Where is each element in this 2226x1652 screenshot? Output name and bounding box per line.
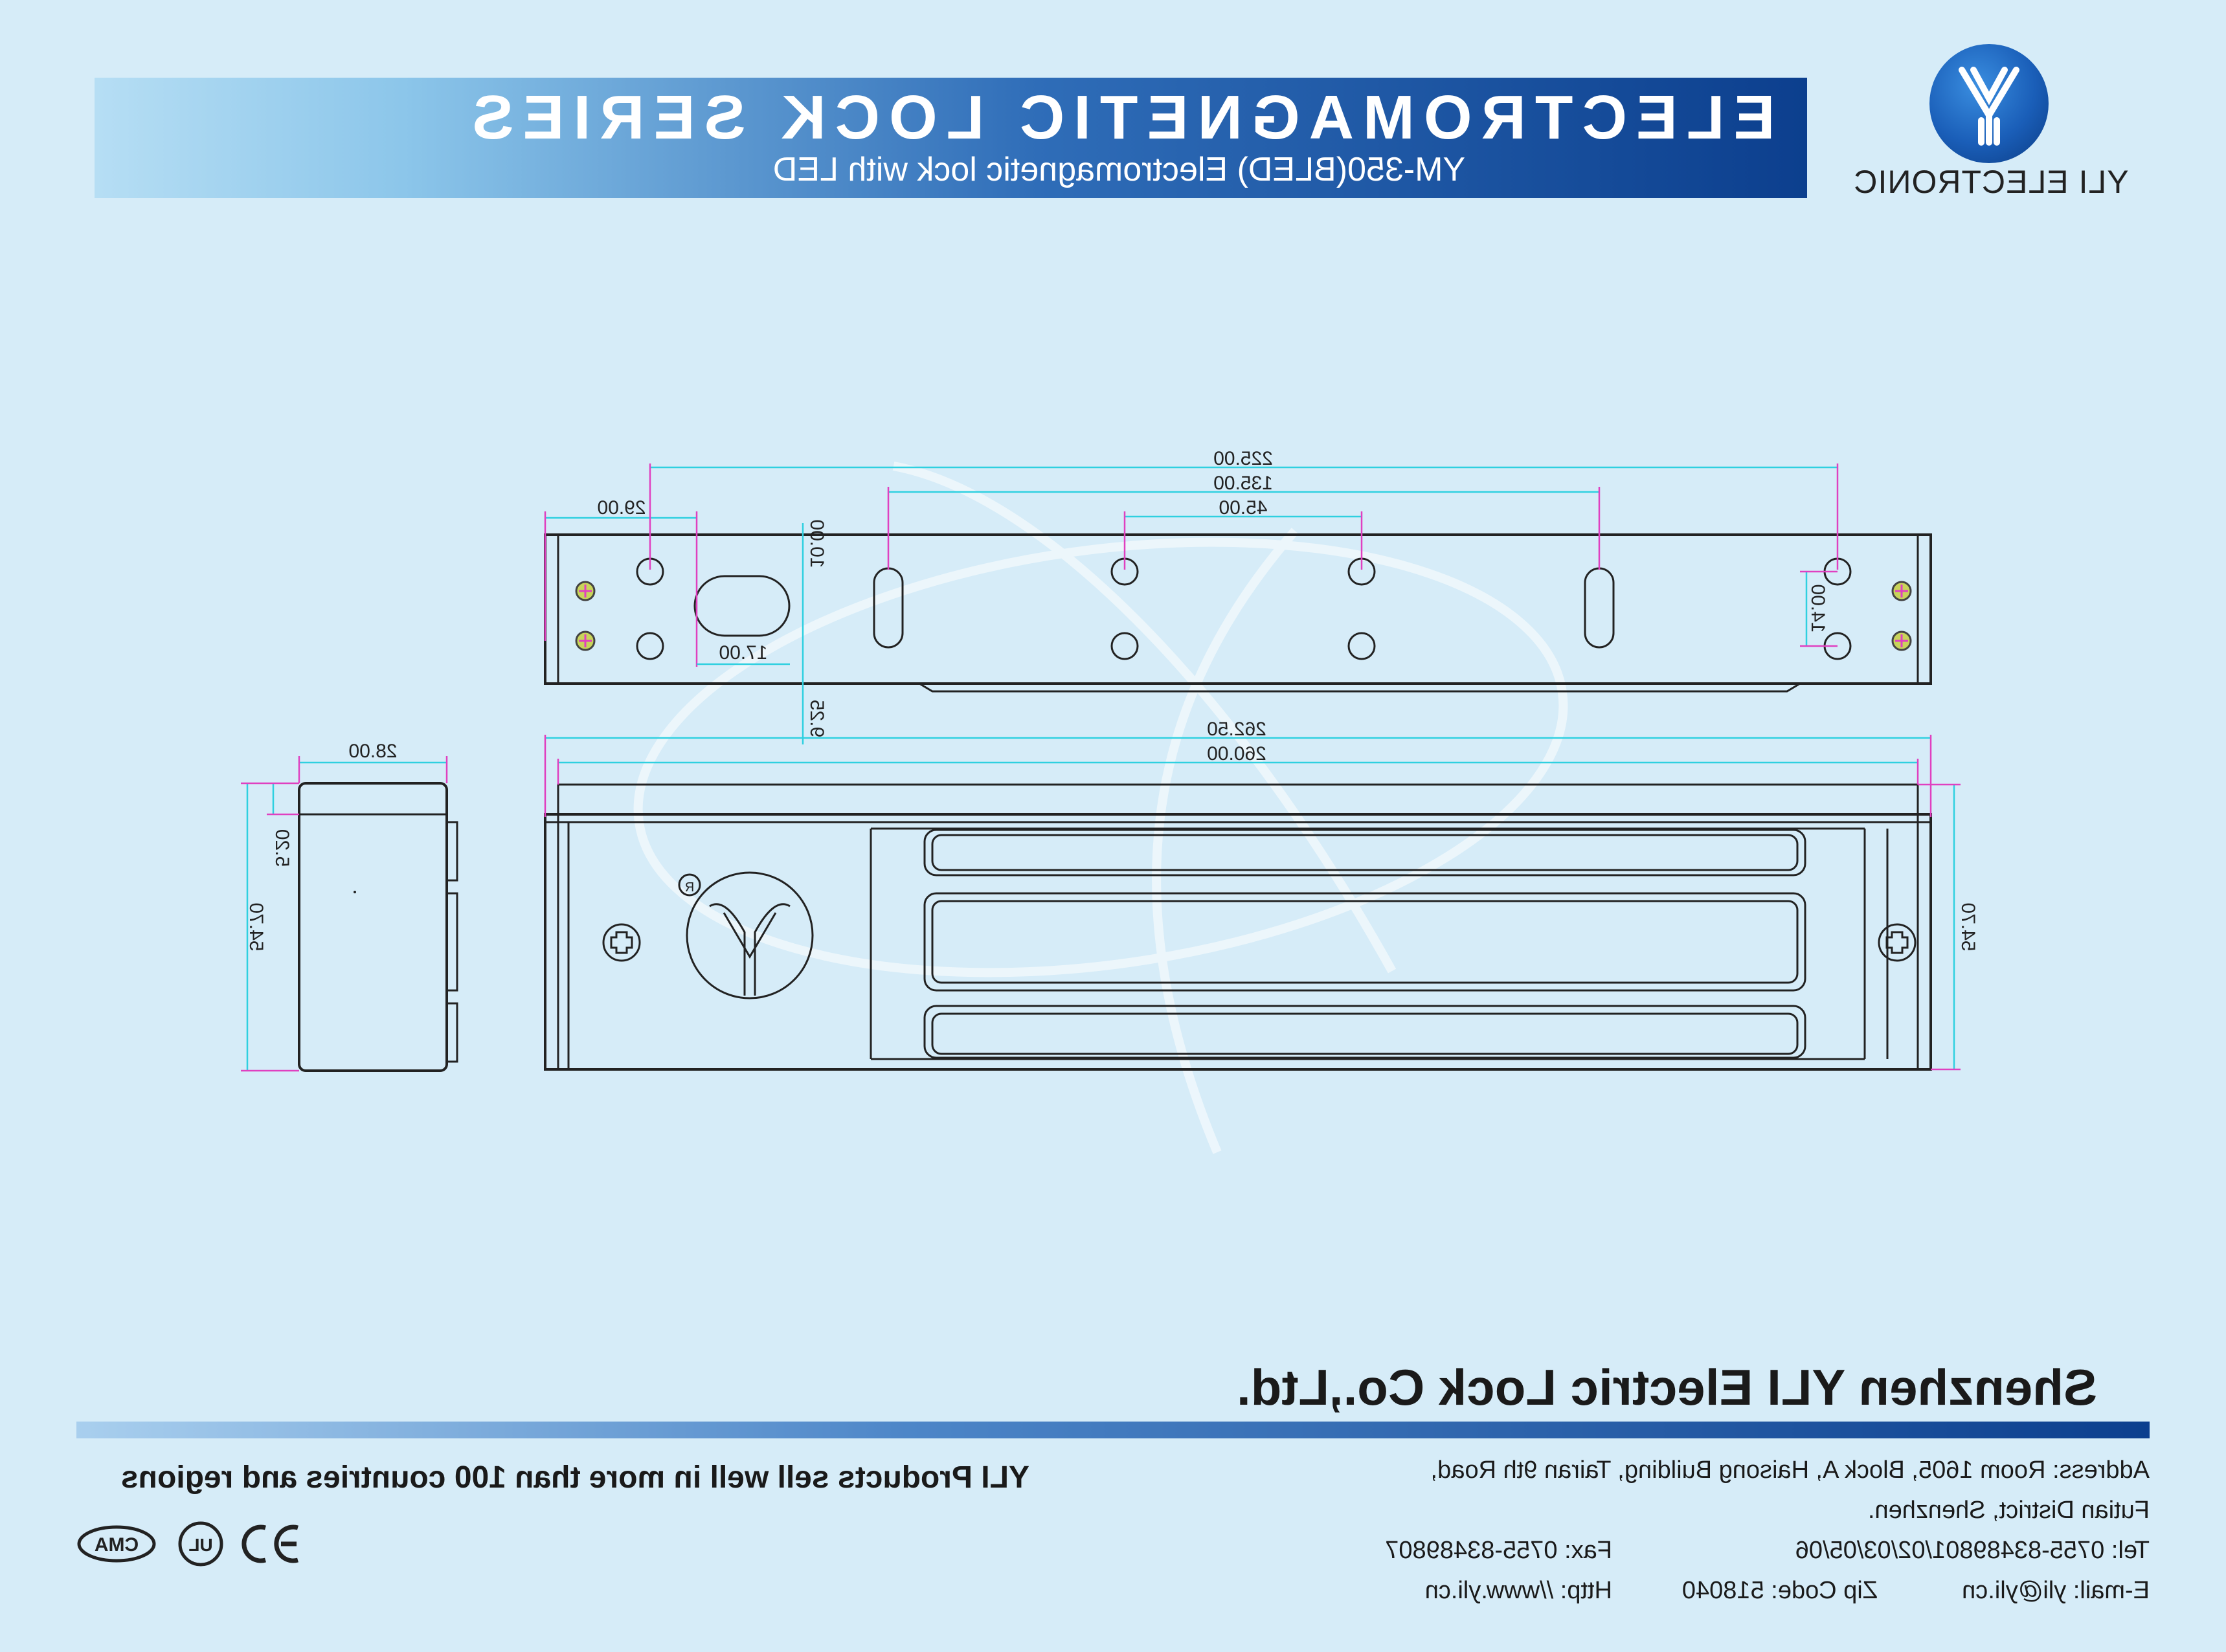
top-view: 225.00 135.00 45.00 29.00 17.00 10.00 (544, 448, 1932, 744)
coil-bar (923, 829, 1806, 876)
dim-45: 45.00 (1219, 497, 1267, 519)
dim-17: 17.00 (719, 642, 767, 664)
mount-slot (1584, 567, 1615, 649)
led-indicator (575, 581, 1912, 651)
registered-mark-icon (678, 873, 701, 897)
dim-29: 29.00 (597, 497, 646, 519)
side-view: 28.00 5.20 54.70 (241, 741, 458, 1072)
ce-icon (242, 1524, 298, 1563)
dim-135: 135.00 (1213, 473, 1273, 494)
dim-10: 10.00 (806, 519, 827, 568)
lock-body-outline (544, 813, 1932, 1071)
registered-mark: R (685, 880, 694, 895)
dim-225: 225.00 (1213, 448, 1273, 469)
cable-slot (693, 575, 791, 637)
mount-hole (1110, 632, 1139, 660)
dim-260: 260.00 (1207, 743, 1266, 765)
coil-bar (923, 892, 1806, 992)
website: Http: //www.yli.cn (1424, 1577, 1612, 1604)
dim-5-2: 5.20 (271, 829, 293, 867)
address-line-2: Futian District, Shenzhen. (1867, 1497, 2150, 1524)
front-view: 262.50 260.00 54.70 R (544, 719, 1979, 1071)
certification-marks (77, 1521, 298, 1567)
dim-9-25: 9.25 (806, 700, 827, 737)
ul-label: UL (188, 1535, 212, 1555)
slogan: YLI Products sell well in more than 100 … (120, 1460, 1029, 1495)
coil-bar (923, 1005, 1806, 1059)
mount-slot (873, 567, 904, 649)
dim-54-7-right: 54.70 (1957, 902, 1979, 951)
mount-hole (1347, 632, 1376, 660)
watermark-logo (633, 462, 1568, 1154)
dim-262-5: 262.50 (1207, 719, 1266, 740)
tel: Tel: 0755-83489801/02/03/05/06 (1795, 1537, 2150, 1564)
company-name: Shenzhen YLI Electric Lock Co.,Ltd. (1237, 1359, 2098, 1416)
email: E-mail: yli@yli.cn (1962, 1577, 2150, 1604)
zip-code: Zip Code: 518040 (1681, 1577, 1878, 1604)
footer-divider (76, 1422, 2150, 1438)
mount-hole (636, 632, 664, 660)
dim-14: 14.00 (1807, 584, 1828, 632)
dim-54-7: 54.70 (245, 902, 267, 951)
header-banner (95, 78, 1807, 198)
embossed-logo (678, 871, 814, 999)
ul-icon (178, 1521, 223, 1567)
address-line-1: Address: Room 1605, Block A, Haisong Bui… (1430, 1457, 2150, 1484)
cma-label: CMA (95, 1534, 139, 1556)
cma-icon (77, 1525, 156, 1563)
side-body-outline (298, 782, 448, 1072)
yli-y-logo-icon (1959, 67, 2019, 146)
screw-icon (1878, 923, 1917, 962)
screw-icon (602, 923, 641, 962)
yli-logo (1929, 44, 2049, 163)
dim-28: 28.00 (348, 741, 397, 762)
fax: Fax: 0755-83489807 (1385, 1537, 1612, 1564)
